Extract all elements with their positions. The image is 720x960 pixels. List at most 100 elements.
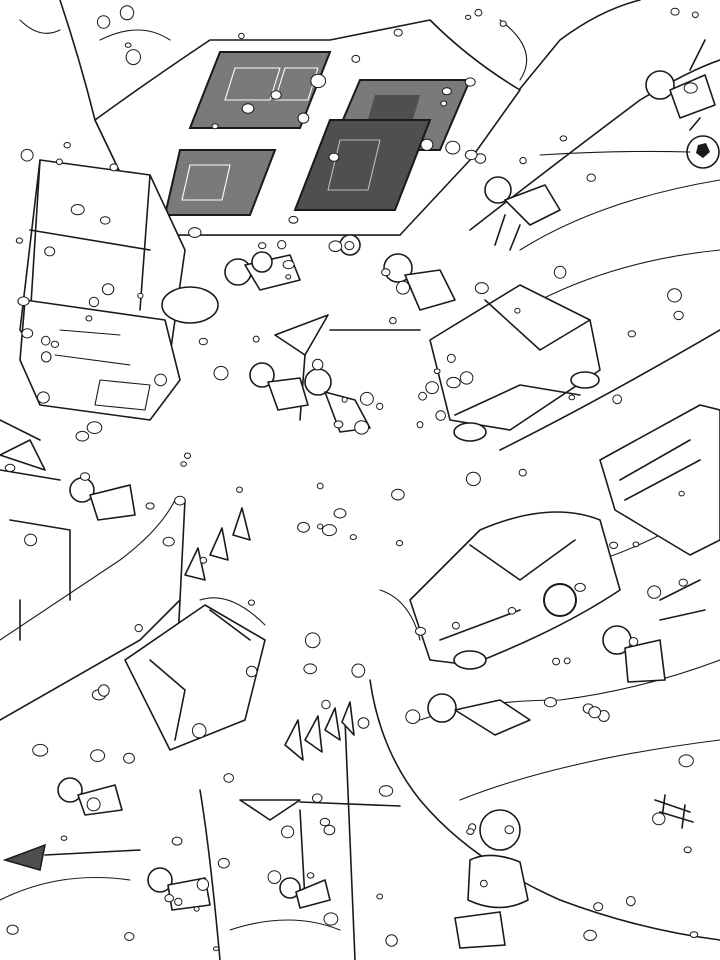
snowflake [323,912,339,926]
snowflake [385,934,398,947]
snowflake [574,582,586,592]
snowflake [4,463,16,472]
snowflake [281,825,295,839]
snowflake [393,28,403,37]
snowflake [37,391,50,404]
snowflake [396,280,410,295]
snowflake [563,657,571,665]
lit-window [163,149,277,216]
snowflake [154,373,168,387]
child-figure [645,39,716,131]
snowflake [174,897,183,906]
snowflake [171,836,183,846]
snowflake [446,376,461,389]
snowflake [628,637,639,647]
snowflake [586,173,596,182]
snowflake [553,265,567,279]
snowflake [15,237,23,244]
sedan-car [409,511,621,670]
snowflake [238,32,245,40]
snowflake [109,163,119,172]
child-figure [279,877,331,909]
snowflake [593,902,604,912]
snowflake [445,140,461,155]
snowflake [519,156,527,165]
snowflake [317,523,324,530]
snowflake [359,391,374,406]
snowflake [55,158,63,166]
snowflake [245,665,258,678]
snowflake [625,896,636,907]
lit-window [188,51,332,129]
snowflake [241,103,255,114]
snowflake [20,148,34,162]
snowflake [416,421,424,429]
snowflake [196,878,210,891]
snowflake [188,227,202,238]
snowflake [441,87,452,96]
truck [599,404,720,556]
snowflake [328,240,343,252]
snowflake [70,204,85,216]
snowflake [389,316,397,325]
snowflake [137,292,144,299]
snowflake [354,420,370,435]
snowflake [90,749,106,762]
snowflake [180,461,187,467]
playground-slide-house [0,159,219,641]
snowflake [86,421,103,435]
snowflake [349,534,357,541]
snowflake [499,20,507,27]
bunting-flags [184,507,355,761]
child-figure [484,176,561,251]
child-figure [251,234,361,273]
snowflake [395,539,404,547]
delivery-van [429,284,601,442]
snowflake [17,296,30,307]
snowflake [433,368,441,375]
snowflake [321,699,331,710]
snowflake [97,684,110,697]
snowflake [32,743,49,757]
snowflake [420,138,434,152]
snowflake [88,296,100,308]
snowflake [162,536,175,547]
snowflake [514,307,521,314]
snowflake [466,828,475,835]
snowflake [691,11,699,19]
snowflake [41,335,51,346]
snowflake [124,932,135,941]
snowflake [24,533,38,547]
snowflake [465,14,472,20]
snowflake [310,73,327,89]
snowflake [63,142,71,149]
snowflake [211,123,219,130]
snowflake [40,351,52,363]
building-roof [94,19,521,236]
snowflake [678,578,688,587]
snowflake [236,486,243,493]
snowflake [474,282,489,295]
snowflake [435,410,447,421]
snowflake [85,315,93,322]
snowflake [474,8,483,17]
snowflake [357,717,370,729]
child-figure [383,253,456,311]
snowflake [446,353,456,363]
lit-window [293,119,432,211]
snowflake [223,773,234,783]
snowflake [145,502,155,510]
snowflake [459,371,474,385]
sled [654,794,694,829]
yield-sign [2,843,141,871]
snowflake [124,42,132,48]
snowflake [213,946,220,952]
snowflake [683,846,692,854]
snowflake [50,340,60,348]
snowflake [391,488,405,501]
snowflake [21,328,34,339]
snowflake [213,365,229,381]
snowflake [164,894,174,903]
snowflake [583,929,597,942]
